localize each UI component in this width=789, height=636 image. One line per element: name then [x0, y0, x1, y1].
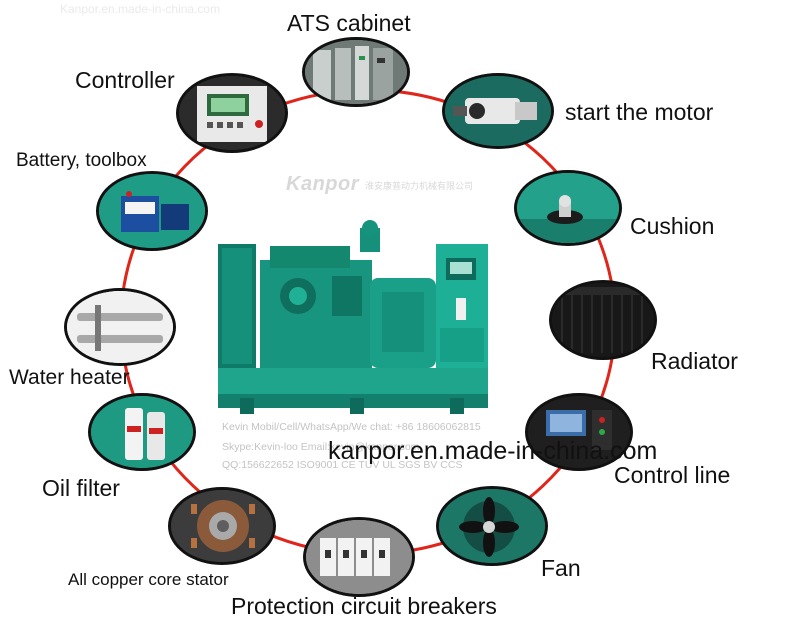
battery-toolbox-photo: [96, 171, 208, 251]
controller-label: Controller: [75, 67, 175, 93]
circuit-breakers-label: Protection circuit breakers: [231, 593, 497, 619]
cushion-photo: [514, 170, 622, 246]
generator-set-illustration: [218, 220, 488, 414]
fan-label: Fan: [541, 555, 581, 581]
fan-photo: [436, 486, 548, 566]
water-heater-label: Water heater: [9, 366, 130, 389]
battery-toolbox-label: Battery, toolbox: [16, 150, 147, 171]
water-heater-photo: [64, 288, 176, 366]
controller-photo: [176, 73, 288, 153]
radiator-photo: [549, 280, 657, 360]
contact-line-2: Skype:Kevin-loo Email:kevin@kanpor.com: [222, 441, 420, 453]
radiator-label: Radiator: [651, 348, 738, 374]
oil-filter-photo: [88, 393, 196, 471]
contact-line-1: Kevin Mobil/Cell/WhatsApp/We chat: +86 1…: [222, 421, 481, 433]
ats-cabinet-label: ATS cabinet: [287, 10, 411, 36]
start-motor-label: start the motor: [565, 99, 714, 125]
starter-motor-photo: [442, 73, 554, 149]
control-line-label: Control line: [614, 462, 731, 488]
website-watermark: kanpor.en.made-in-china.com: [328, 437, 658, 465]
top-watermark: Kanpor.en.made-in-china.com: [60, 2, 221, 16]
circuit-breaker-photo: [303, 517, 415, 597]
ats-cabinet-photo: [302, 37, 410, 107]
control-line-photo: [525, 393, 633, 471]
contact-line-3: QQ:156622652 ISO9001 CE TUV UL SGS BV CC…: [222, 459, 463, 471]
stator-label: All copper core stator: [68, 570, 229, 589]
cushion-label: Cushion: [630, 213, 715, 239]
oil-filter-label: Oil filter: [42, 475, 120, 501]
stator-photo: [168, 487, 276, 565]
